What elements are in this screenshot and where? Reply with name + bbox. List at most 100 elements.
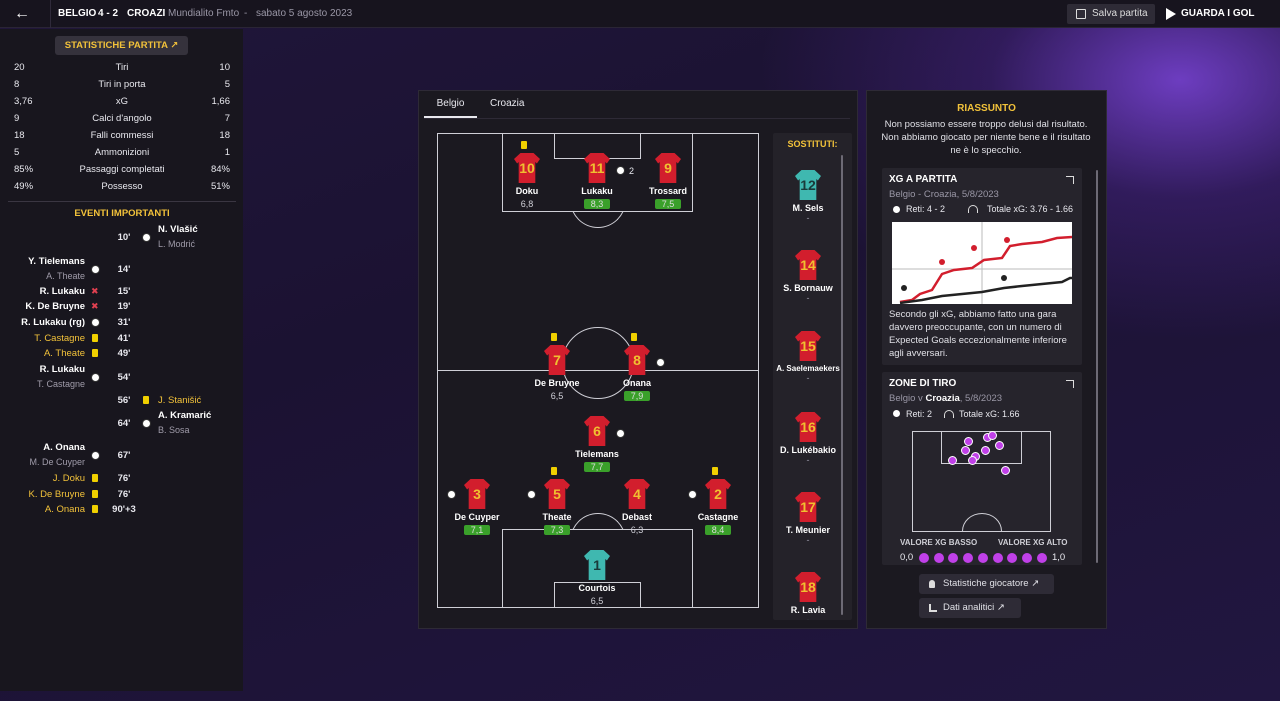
- event-minute: 49': [117, 348, 131, 359]
- shots-sub-away: Croazia: [925, 393, 960, 404]
- player-name: M. Sels: [792, 203, 824, 213]
- player-stats-button[interactable]: Statistiche giocatore ↗: [919, 574, 1054, 594]
- tab-belgio[interactable]: Belgio: [424, 98, 477, 118]
- save-match-button[interactable]: Salva partita: [1067, 4, 1155, 24]
- goal-ball-icon: [91, 265, 100, 274]
- penalty-box-top: [502, 133, 693, 212]
- player-name: Onana: [622, 378, 651, 388]
- xg-scale-dot: [1036, 553, 1047, 563]
- event-sub-player: L. Modrić: [158, 239, 196, 249]
- player-name: S. Bornauw: [783, 283, 833, 293]
- event-sub-player: T. Castagne: [36, 379, 85, 389]
- save-label: Salva partita: [1092, 8, 1148, 19]
- xg-card-subtitle: Belgio - Croazia, 5/8/2023: [889, 189, 999, 200]
- home-team: BELGIO: [58, 8, 97, 19]
- no-rating: -: [806, 213, 810, 223]
- substitute-player[interactable]: 12 M. Sels-: [773, 170, 843, 230]
- event-minute: 76': [117, 489, 131, 500]
- shot-marker: [1001, 466, 1010, 475]
- goal-ball-icon: [656, 358, 665, 367]
- stat-label: Falli commessi: [90, 130, 154, 141]
- stat-home: 9: [14, 113, 20, 124]
- shirt-icon: 16: [795, 412, 821, 442]
- shots-card-title: ZONE DI TIRO: [889, 378, 957, 389]
- tab-croazia[interactable]: Croazia: [490, 98, 525, 109]
- event-player: J. Doku: [52, 473, 85, 484]
- event-minute: 90'+3: [112, 504, 136, 515]
- event-player: T. Castagne: [34, 333, 85, 344]
- xg-timeline-chart: [892, 222, 1072, 304]
- player-stats-label: Statistiche giocatore: [943, 578, 1029, 589]
- summary-scrollbar[interactable]: [1096, 170, 1098, 563]
- xg-scale-min: 0,0: [900, 552, 914, 563]
- expand-icon[interactable]: [1066, 380, 1074, 388]
- xg-scale-dot: [1021, 553, 1032, 563]
- match-stats-button[interactable]: STATISTICHE PARTITA ↗: [55, 36, 188, 55]
- events-title: EVENTI IMPORTANTI: [8, 201, 236, 219]
- summary-title: RIASSUNTO: [957, 103, 1016, 114]
- expand-icon[interactable]: [1066, 176, 1074, 184]
- yellow-card-icon: [92, 490, 98, 498]
- shirt-icon: 5: [544, 479, 570, 509]
- player-name: Doku: [515, 186, 539, 196]
- away-goal-marker: [1001, 275, 1007, 281]
- event-player: R. Lukaku: [39, 364, 85, 375]
- goal-ball-icon: [142, 419, 151, 428]
- no-rating: -: [806, 535, 810, 545]
- stat-away: 18: [219, 130, 230, 141]
- event-minute: 31': [117, 317, 131, 328]
- stat-home: 49%: [14, 181, 34, 192]
- shot-marker: [948, 456, 957, 465]
- player-name: Lukaku: [581, 186, 613, 196]
- player-rating: 6,3: [630, 525, 644, 535]
- player-name: Courtois: [578, 583, 616, 593]
- event-player: A. Onana: [44, 504, 85, 515]
- goal-ball-icon: [91, 373, 100, 382]
- shirt-icon: 3: [464, 479, 490, 509]
- substitutes-panel: [773, 133, 852, 620]
- analytics-button[interactable]: Dati analitici ↗: [919, 598, 1021, 618]
- watch-goals-button[interactable]: GUARDA I GOL: [1163, 4, 1263, 24]
- goal-ball-icon: [616, 429, 625, 438]
- event-minute: 67': [117, 450, 131, 461]
- match-stats-label: STATISTICHE PARTITA: [64, 40, 168, 51]
- event-player: K. De Bruyne: [28, 489, 86, 500]
- away-team: CROAZI: [127, 8, 166, 19]
- player-rating: 8,4: [705, 525, 731, 535]
- back-arrow-icon[interactable]: ←: [14, 5, 30, 22]
- event-player: A. Kramarić: [158, 410, 212, 421]
- xg-scale-dot: [963, 553, 974, 563]
- subs-scrollbar[interactable]: [841, 155, 843, 615]
- event-player: N. Vlašić: [158, 224, 198, 235]
- xg-goals: Reti: 4 - 2: [906, 204, 946, 214]
- shirt-icon: 12: [795, 170, 821, 200]
- player-name: T. Meunier: [785, 525, 830, 535]
- stat-label: Ammonizioni: [94, 147, 150, 158]
- player-rating: 7,3: [544, 525, 570, 535]
- person-icon: [929, 580, 935, 588]
- shot-map: [912, 431, 1051, 532]
- goal-frame-icon: [968, 205, 978, 213]
- stat-home: 5: [14, 147, 20, 158]
- stat-label: Tiri: [115, 62, 129, 73]
- player-name: De Cuyper: [454, 512, 500, 522]
- stat-away: 10: [219, 62, 230, 73]
- summary-text: Non possiamo essere troppo delusi dal ri…: [881, 119, 1091, 156]
- shots-card-subtitle: Belgio v Croazia, 5/8/2023: [889, 393, 1002, 404]
